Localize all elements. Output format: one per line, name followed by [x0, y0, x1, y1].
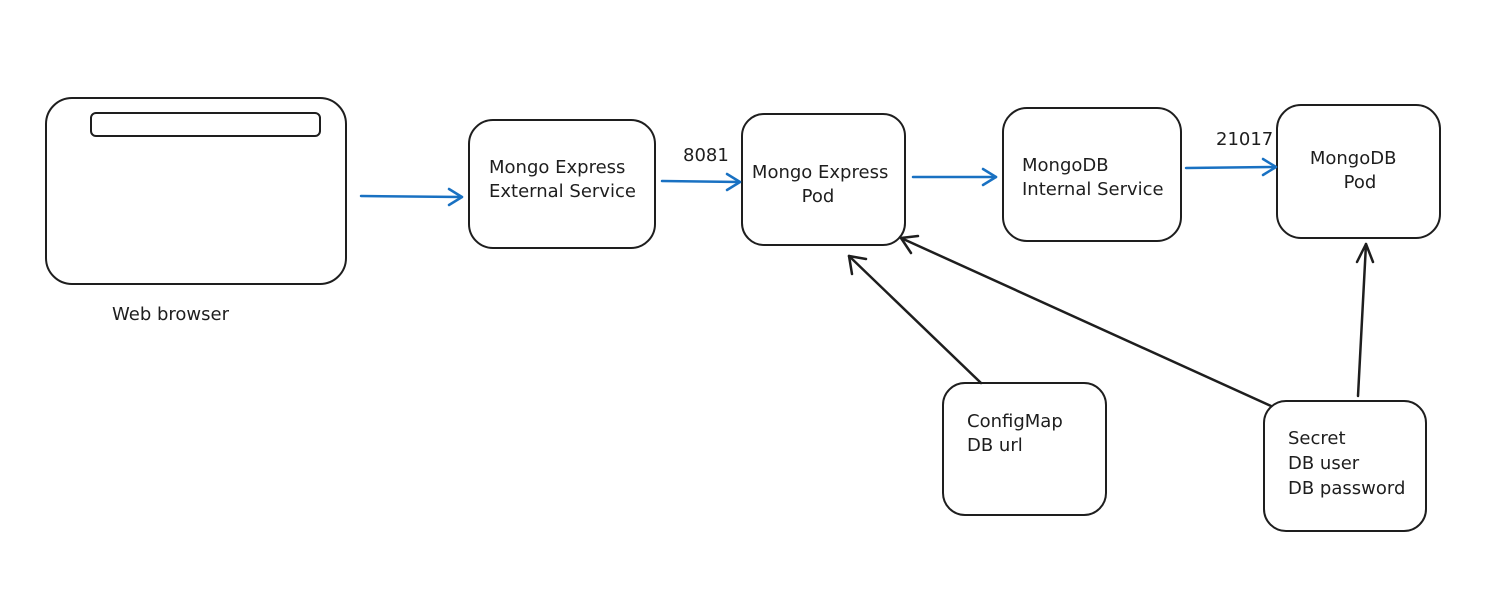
edge-browser-to-express-service-arrowhead	[447, 187, 464, 207]
mongodb-pod-box	[1276, 104, 1441, 239]
svg-text:MongoDB Internal Service: MongoDB Internal Service	[1022, 155, 1164, 200]
svg-text:Mongo Express Pod: Mongo Express Pod	[752, 162, 894, 207]
mongodb-service-box	[1002, 107, 1182, 242]
mongo-express-pod-node: Mongo Express Pod	[741, 113, 906, 246]
secret-node: Secret DB user DB password	[1263, 400, 1427, 532]
edge-express-service-to-express-pod-line	[660, 179, 742, 184]
edge-configmap-to-express-pod	[847, 254, 983, 385]
edge-browser-to-express-service-line	[359, 194, 464, 199]
mongodb-pod-node: MongoDB Pod	[1276, 104, 1441, 239]
web-browser-node	[45, 97, 347, 285]
mongodb-pod-line-2: Pod	[1344, 172, 1377, 193]
mongo-express-service-node: Mongo Express External Service	[468, 119, 656, 249]
edge-label-21017: 21017	[1216, 129, 1273, 150]
configmap-node: ConfigMap DB url	[942, 382, 1107, 516]
web-browser-label: Web browser	[112, 304, 230, 325]
svg-text:ConfigMap DB url: ConfigMap DB url	[967, 411, 1068, 456]
mongo-express-pod-line-1: Mongo Express	[752, 162, 888, 183]
edge-express-service-to-express-pod-arrowhead	[725, 172, 742, 192]
mongo-express-service-box	[468, 119, 656, 249]
edge-secret-to-express-pod-arrowhead	[899, 234, 920, 255]
edge-secret-to-express-pod-line	[899, 236, 1273, 408]
mongodb-service-node: MongoDB Internal Service	[1002, 107, 1182, 242]
web-browser-window	[45, 97, 347, 285]
svg-text:Secret DB user DB: Secret DB user DB password	[1288, 428, 1405, 499]
mongo-express-service-line-1: Mongo Express	[489, 157, 625, 178]
secret-line-2: DB user	[1288, 453, 1360, 474]
mongo-express-pod-box	[741, 113, 906, 246]
configmap-line-2: DB url	[967, 435, 1023, 456]
edge-mongodb-service-to-mongodb-pod-arrowhead	[1261, 157, 1278, 177]
configmap-line-1: ConfigMap	[967, 411, 1063, 432]
edge-configmap-to-express-pod-line	[847, 254, 983, 385]
secret-box	[1263, 400, 1427, 532]
mongo-express-service-line-2: External Service	[489, 181, 636, 202]
edge-secret-to-mongodb-pod-line	[1356, 242, 1368, 398]
mongodb-service-line-2: Internal Service	[1022, 179, 1164, 200]
svg-text:MongoDB Pod: MongoDB Pod	[1310, 148, 1402, 193]
edge-express-pod-to-mongodb-service	[911, 167, 998, 187]
edge-express-service-to-express-pod: 8081	[660, 145, 742, 192]
svg-text:Mongo Express External S: Mongo Express External Service	[489, 157, 636, 202]
configmap-box	[942, 382, 1107, 516]
edge-label-8081: 8081	[683, 145, 729, 166]
edge-express-pod-to-mongodb-service-arrowhead	[981, 167, 998, 187]
edge-secret-to-mongodb-pod-arrowhead	[1355, 242, 1375, 264]
mongodb-service-line-1: MongoDB	[1022, 155, 1109, 176]
edge-mongodb-service-to-mongodb-pod: 21017	[1184, 129, 1278, 177]
edge-configmap-to-express-pod-arrowhead	[847, 254, 868, 276]
edge-secret-to-express-pod	[899, 234, 1273, 408]
web-browser-address-bar	[90, 112, 321, 137]
mongo-express-pod-line-2: Pod	[802, 186, 835, 207]
mongodb-pod-line-1: MongoDB	[1310, 148, 1397, 169]
secret-line-1: Secret	[1288, 428, 1346, 449]
edge-browser-to-express-service	[359, 187, 464, 207]
edge-secret-to-mongodb-pod	[1355, 242, 1375, 398]
secret-line-3: DB password	[1288, 478, 1405, 499]
edge-mongodb-service-to-mongodb-pod-line	[1184, 165, 1278, 170]
